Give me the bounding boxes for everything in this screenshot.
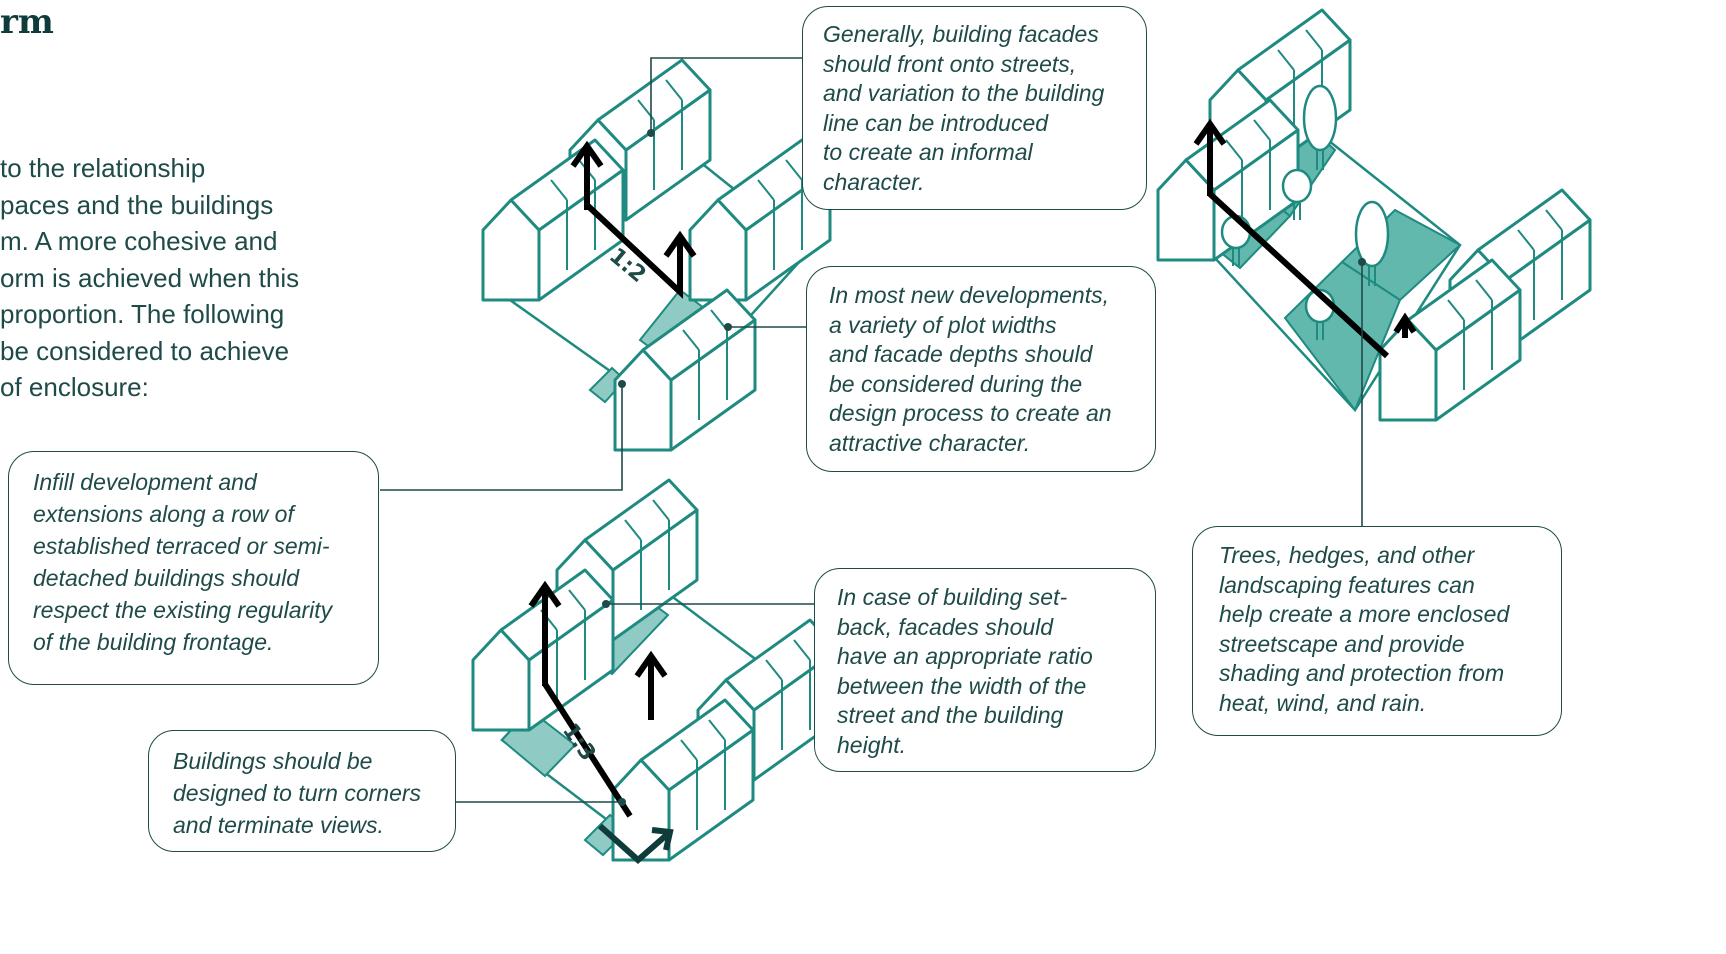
callout-corners: Buildings should be designed to turn cor…	[148, 730, 456, 852]
callout-line: established terraced or semi-	[33, 533, 330, 559]
callout-line: and variation to the building	[823, 80, 1105, 106]
intro-line: m. A more cohesive and	[0, 226, 278, 256]
callout-line: Generally, building facades	[823, 21, 1099, 47]
intro-line: proportion. The following	[0, 299, 285, 329]
intro-line: orm is achieved when this	[0, 262, 300, 293]
callout-line: a variety of plot widths	[829, 311, 1057, 338]
callout-line: back, facades should	[837, 613, 1054, 640]
callout-line: Buildings should be	[173, 748, 373, 774]
height-arrow	[528, 580, 562, 686]
diagram-ratio-1-3: 1:3	[471, 478, 840, 865]
callout-line: street and the building	[837, 702, 1064, 728]
callout-line: help create a more enclosed	[1219, 601, 1510, 627]
callout-line: line can be introduced	[823, 109, 1049, 136]
callout-line: extensions along a row of	[33, 501, 294, 527]
callout-line: designed to turn corners	[173, 780, 422, 806]
ratio-line	[542, 650, 668, 818]
callout-line: In case of building set-	[837, 584, 1068, 610]
callout-line: landscaping features can	[1219, 571, 1475, 598]
callout-facades: Generally, building facades should front…	[802, 6, 1147, 210]
callout-line: of the building frontage.	[33, 629, 274, 655]
intro-line: be considered to achieve	[0, 335, 290, 366]
intro-line: to the relationship	[0, 153, 206, 183]
callout-line: between the width of the	[837, 672, 1087, 699]
callout-line: attractive character.	[829, 429, 1031, 456]
callout-line: should front onto streets,	[823, 50, 1077, 77]
callout-line: have an appropriate ratio	[837, 643, 1093, 669]
callout-line: Trees, hedges, and other	[1219, 542, 1475, 568]
callout-line: In most new developments,	[829, 282, 1109, 308]
intro-paragraph: to the relationship paces and the buildi…	[0, 150, 370, 406]
height-arrow	[570, 140, 604, 210]
callout-line: Infill development and	[33, 469, 257, 495]
callout-line: height.	[837, 731, 907, 758]
page-title: rm	[0, 2, 54, 42]
callout-line: respect the existing regularity	[33, 597, 333, 623]
diagram-ratio-1-2: 1:2	[481, 58, 832, 452]
corner-arrow	[597, 823, 674, 865]
intro-line: of enclosure:	[0, 372, 149, 402]
callout-line: be considered during the	[829, 370, 1083, 397]
callout-line: character.	[823, 168, 925, 195]
ratio-line	[584, 202, 697, 299]
callout-infill: Infill development and extensions along …	[8, 451, 379, 685]
callout-setback: In case of building set- back, facades s…	[814, 568, 1156, 772]
callout-line: and facade depths should	[829, 341, 1093, 367]
callout-line: and terminate views.	[173, 812, 384, 838]
callout-trees: Trees, hedges, and other landscaping fea…	[1192, 526, 1562, 736]
callout-line: streetscape and provide	[1219, 630, 1465, 657]
diagram-trees	[1156, 8, 1592, 422]
callout-plots: In most new developments, a variety of p…	[806, 266, 1156, 472]
callout-line: design process to create an	[829, 400, 1112, 426]
callout-line: to create an informal	[823, 139, 1033, 165]
callout-line: shading and protection from	[1219, 660, 1505, 686]
callout-line: heat, wind, and rain.	[1219, 689, 1427, 716]
intro-line: paces and the buildings	[0, 189, 274, 220]
leader-lines	[380, 57, 1363, 803]
callout-line: detached buildings should	[33, 565, 299, 591]
ratio-line	[1193, 118, 1417, 359]
